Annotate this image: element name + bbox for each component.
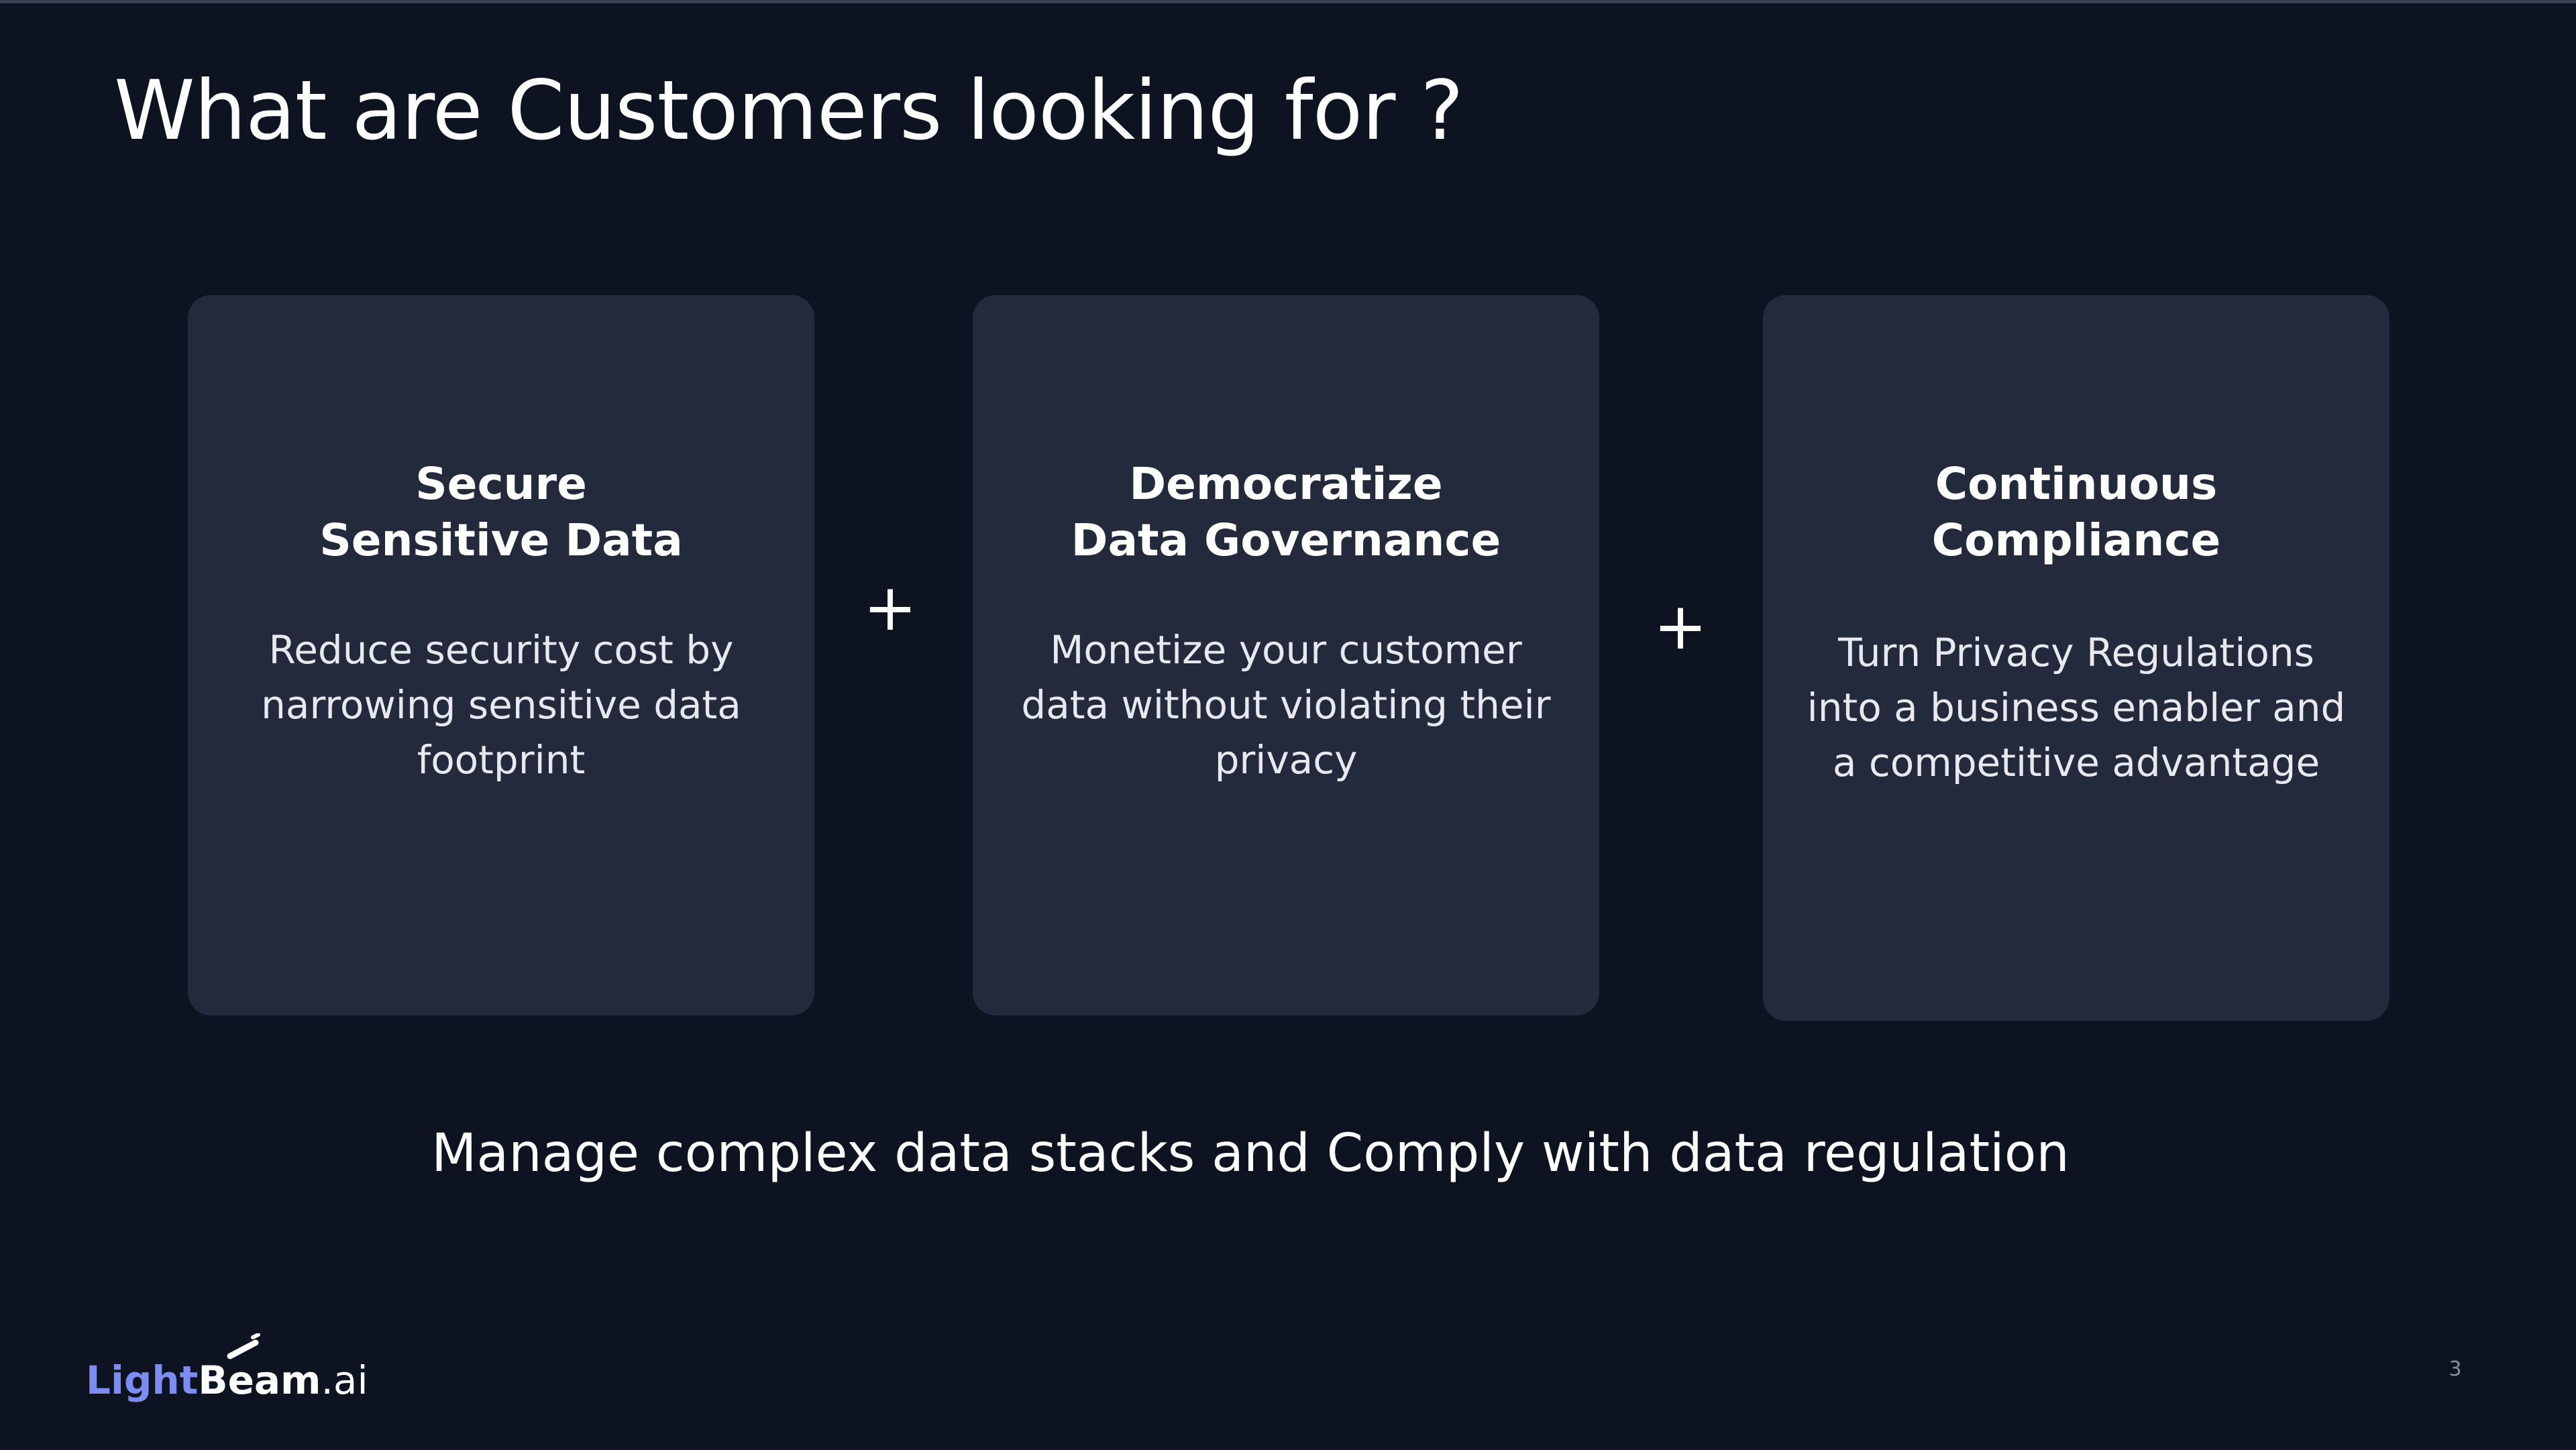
card-secure-sensitive-data: Secure Sensitive Data Reduce security co… bbox=[188, 295, 814, 1015]
card-body: Monetize your customer data without viol… bbox=[1021, 627, 1551, 783]
plus-separator: + bbox=[1653, 589, 1708, 664]
slide-title: What are Customers looking for ? bbox=[114, 63, 1464, 158]
lightbeam-logo: LightBeam.ai bbox=[86, 1333, 368, 1407]
logo-domain: .ai bbox=[321, 1357, 368, 1403]
card-body: Turn Privacy Regulations into a business… bbox=[1807, 630, 2346, 785]
card-democratize-data-governance: Democratize Data Governance Monetize you… bbox=[973, 295, 1599, 1015]
logo-wordmark: LightBeam.ai bbox=[86, 1353, 368, 1407]
page-number: 3 bbox=[2449, 1357, 2462, 1381]
logo-light: Light bbox=[86, 1357, 199, 1403]
plus-separator: + bbox=[863, 570, 918, 645]
card-body: Reduce security cost by narrowing sensit… bbox=[261, 627, 741, 783]
card-heading: Continuous Compliance bbox=[1931, 458, 2221, 566]
card-heading: Democratize Data Governance bbox=[1071, 458, 1501, 566]
top-border bbox=[0, 0, 2576, 3]
tagline: Manage complex data stacks and Comply wi… bbox=[431, 1123, 2070, 1184]
card-continuous-compliance: Continuous Compliance Turn Privacy Regul… bbox=[1763, 295, 2390, 1021]
card-heading: Secure Sensitive Data bbox=[319, 458, 683, 566]
light-beam-icon bbox=[227, 1333, 260, 1359]
logo-beam: Beam bbox=[198, 1357, 321, 1403]
